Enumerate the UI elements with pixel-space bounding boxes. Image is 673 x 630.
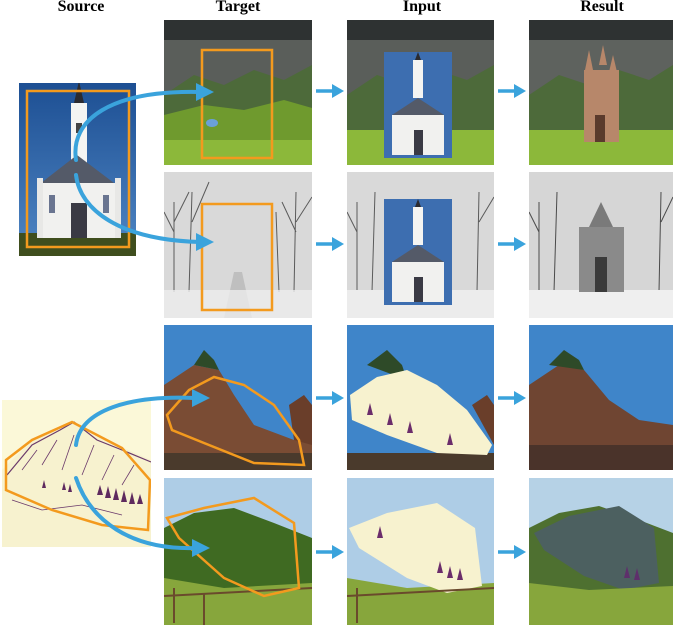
arrowhead-icon — [192, 389, 210, 407]
target-image-2 — [164, 172, 312, 318]
result-image-3 — [529, 325, 673, 470]
result-image-4 — [529, 478, 673, 625]
arrow-right-icon — [316, 237, 344, 251]
curved-arrow-sketch-to-target-4 — [74, 476, 197, 551]
header-source: Source — [57, 0, 105, 15]
input-image-1 — [347, 20, 494, 165]
arrow-right-icon — [498, 237, 526, 251]
arrowhead-icon — [196, 233, 214, 251]
header-target: Target — [215, 0, 261, 15]
arrow-right-icon — [316, 391, 344, 405]
source-sketch-image — [2, 400, 151, 547]
curved-arrow-sketch-to-target-3 — [74, 395, 197, 447]
arrow-right-icon — [316, 84, 344, 98]
input-image-2 — [347, 172, 494, 318]
result-image-1 — [529, 20, 673, 165]
arrow-right-icon — [498, 545, 526, 559]
arrowhead-icon — [196, 83, 214, 101]
header-result: Result — [580, 0, 624, 15]
target-image-4 — [164, 478, 312, 625]
header-input: Input — [402, 0, 442, 15]
arrow-right-icon — [316, 545, 344, 559]
arrow-right-icon — [498, 84, 526, 98]
curved-arrow-church-to-target-2 — [74, 173, 202, 244]
arrow-right-icon — [498, 391, 526, 405]
arrowhead-icon — [192, 539, 210, 557]
curved-arrow-church-to-target-1 — [73, 89, 202, 162]
target-image-3 — [164, 325, 312, 470]
input-image-3 — [347, 325, 494, 470]
result-image-2 — [529, 172, 673, 318]
input-image-4 — [347, 478, 494, 625]
